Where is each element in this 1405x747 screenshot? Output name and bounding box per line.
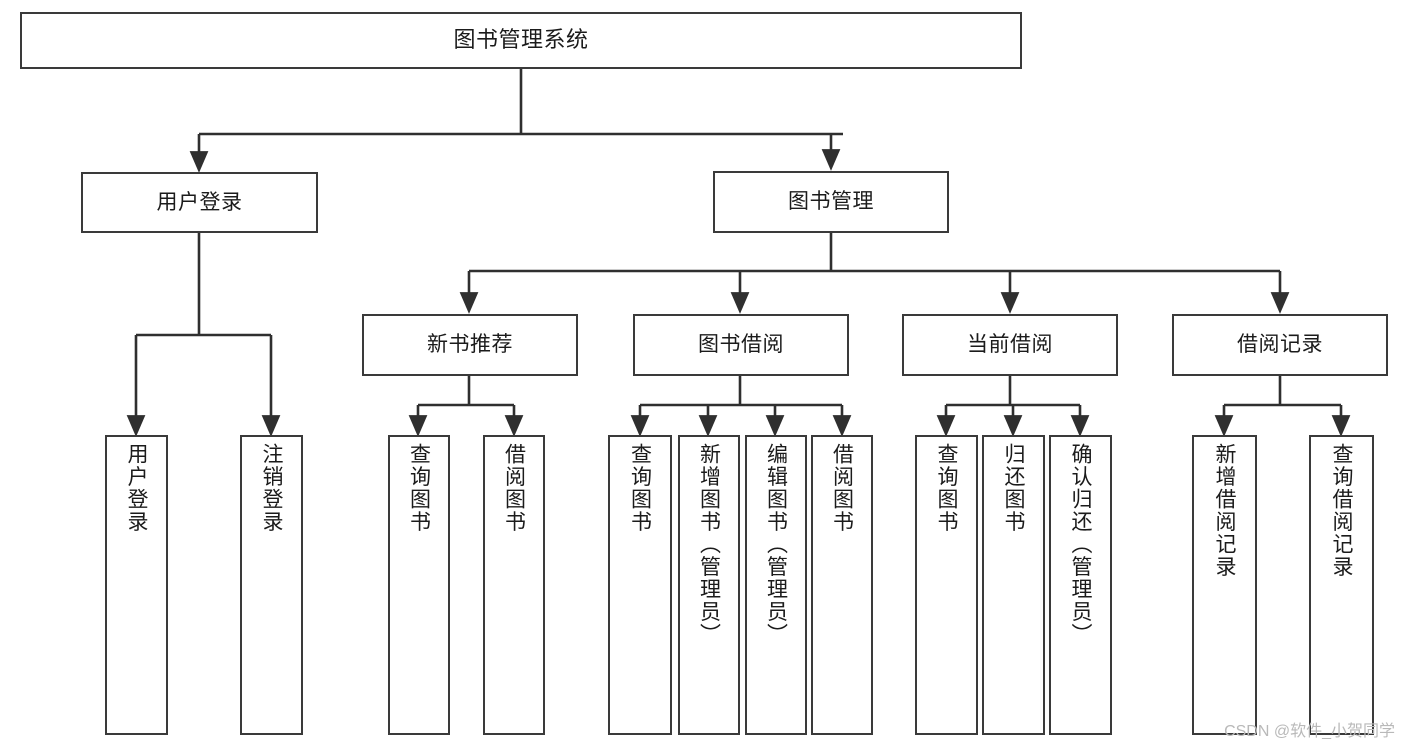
leaf-book-borrow-borrow-label: 借阅图书 bbox=[830, 443, 854, 533]
node-current-borrow-label: 当前借阅 bbox=[967, 333, 1053, 357]
node-new-book-recommend-label: 新书推荐 bbox=[427, 333, 513, 357]
leaf-book-borrow-add[interactable]: 新增图书（管理员） bbox=[678, 435, 740, 735]
leaf-book-borrow-edit[interactable]: 编辑图书（管理员） bbox=[745, 435, 807, 735]
leaf-borrow-record-add[interactable]: 新增借阅记录 bbox=[1192, 435, 1257, 735]
leaf-book-borrow-query-label: 查询图书 bbox=[628, 443, 652, 533]
node-book-borrow-label: 图书借阅 bbox=[698, 333, 784, 357]
leaf-current-borrow-query-label: 查询图书 bbox=[935, 443, 958, 533]
node-root-system-label: 图书管理系统 bbox=[453, 27, 589, 53]
leaf-user-login-login[interactable]: 用户登录 bbox=[105, 435, 168, 735]
leaf-new-book-query[interactable]: 查询图书 bbox=[388, 435, 450, 735]
leaf-new-book-query-label: 查询图书 bbox=[407, 443, 431, 533]
leaf-current-borrow-query[interactable]: 查询图书 bbox=[915, 435, 978, 735]
leaf-user-login-login-label: 用户登录 bbox=[125, 443, 148, 533]
node-borrow-record[interactable]: 借阅记录 bbox=[1172, 314, 1388, 376]
leaf-current-borrow-confirm-label: 确认归还（管理员） bbox=[1069, 443, 1092, 646]
csdn-watermark: CSDN @软件_小贺同学 bbox=[1224, 723, 1395, 740]
leaf-borrow-record-query-label: 查询借阅记录 bbox=[1330, 443, 1353, 578]
node-book-management[interactable]: 图书管理 bbox=[713, 171, 949, 233]
leaf-current-borrow-return[interactable]: 归还图书 bbox=[982, 435, 1045, 735]
node-borrow-record-label: 借阅记录 bbox=[1237, 333, 1323, 357]
leaf-current-borrow-return-label: 归还图书 bbox=[1002, 443, 1025, 533]
node-current-borrow[interactable]: 当前借阅 bbox=[902, 314, 1118, 376]
leaf-borrow-record-query[interactable]: 查询借阅记录 bbox=[1309, 435, 1374, 735]
leaf-user-login-logout[interactable]: 注销登录 bbox=[240, 435, 303, 735]
node-user-login-label: 用户登录 bbox=[156, 190, 243, 214]
leaf-borrow-record-add-label: 新增借阅记录 bbox=[1213, 443, 1236, 578]
node-new-book-recommend[interactable]: 新书推荐 bbox=[362, 314, 578, 376]
leaf-book-borrow-borrow[interactable]: 借阅图书 bbox=[811, 435, 873, 735]
node-book-management-label: 图书管理 bbox=[788, 190, 874, 214]
node-root-system[interactable]: 图书管理系统 bbox=[20, 12, 1022, 69]
leaf-new-book-borrow-label: 借阅图书 bbox=[502, 443, 526, 533]
leaf-book-borrow-add-label: 新增图书（管理员） bbox=[697, 443, 721, 646]
leaf-user-login-logout-label: 注销登录 bbox=[260, 443, 283, 533]
node-book-borrow[interactable]: 图书借阅 bbox=[633, 314, 849, 376]
node-user-login[interactable]: 用户登录 bbox=[81, 172, 318, 233]
leaf-book-borrow-edit-label: 编辑图书（管理员） bbox=[764, 443, 788, 646]
leaf-current-borrow-confirm[interactable]: 确认归还（管理员） bbox=[1049, 435, 1112, 735]
leaf-book-borrow-query[interactable]: 查询图书 bbox=[608, 435, 672, 735]
leaf-new-book-borrow[interactable]: 借阅图书 bbox=[483, 435, 545, 735]
